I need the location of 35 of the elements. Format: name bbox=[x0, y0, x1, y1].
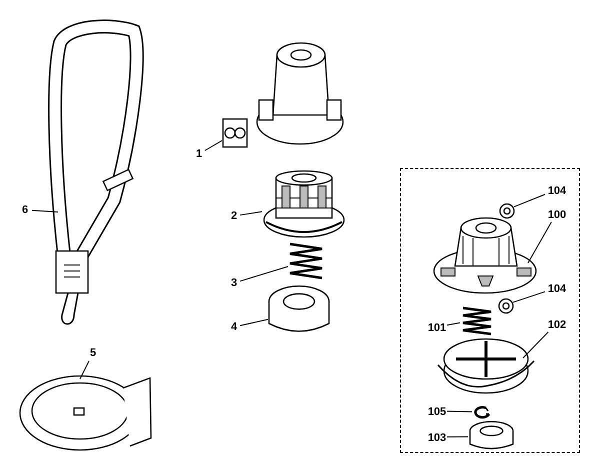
label-sticker-drawing bbox=[222, 118, 248, 148]
callout-number: 104 bbox=[546, 281, 568, 297]
callout-number: 102 bbox=[546, 317, 568, 333]
leader-line bbox=[522, 332, 549, 358]
callout-number: 101 bbox=[426, 320, 448, 336]
spool-drawing bbox=[262, 170, 347, 240]
leader-line bbox=[514, 194, 546, 208]
callout-number: 103 bbox=[426, 430, 448, 446]
leader-line bbox=[240, 211, 262, 216]
leader-line bbox=[80, 360, 90, 380]
callout-number: 3 bbox=[228, 275, 240, 291]
leader-line bbox=[528, 222, 552, 264]
spring-drawing bbox=[288, 240, 324, 282]
small-nut-drawing bbox=[498, 298, 514, 314]
leader-line bbox=[204, 140, 222, 151]
retaining-ring-drawing bbox=[473, 406, 491, 420]
leader-line bbox=[512, 291, 546, 303]
callout-number: 2 bbox=[228, 208, 240, 224]
leader-line bbox=[240, 266, 288, 282]
spring-drawing bbox=[461, 304, 493, 338]
callout-number: 6 bbox=[18, 202, 32, 218]
leader-line bbox=[446, 322, 460, 326]
leader-line bbox=[446, 436, 468, 438]
parts-group-frame bbox=[400, 168, 580, 453]
small-nut-drawing bbox=[499, 203, 515, 219]
leader-line bbox=[32, 210, 58, 212]
callout-number: 1 bbox=[193, 146, 205, 162]
callout-number: 104 bbox=[546, 183, 568, 199]
leader-line bbox=[446, 410, 472, 412]
callout-number: 100 bbox=[546, 207, 568, 223]
leader-line bbox=[240, 318, 268, 326]
callout-number: 4 bbox=[228, 319, 240, 335]
housing-drawing bbox=[433, 216, 538, 296]
callout-number: 5 bbox=[87, 345, 99, 361]
callout-number: 105 bbox=[426, 404, 448, 420]
